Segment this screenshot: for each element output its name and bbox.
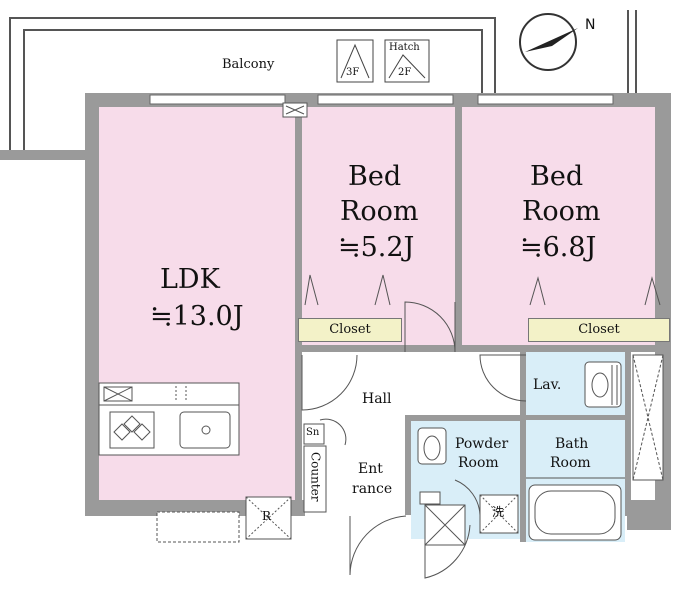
door-swings xyxy=(301,301,527,579)
sn-label: Sn xyxy=(306,427,320,438)
balcony xyxy=(9,17,496,160)
entrance-counter xyxy=(303,445,327,513)
entrance-label-2: rance xyxy=(352,481,393,497)
windows xyxy=(149,94,614,105)
hall-label: Hall xyxy=(362,391,392,407)
storage-column xyxy=(632,354,664,481)
bed1-label-2: Room xyxy=(340,196,419,227)
hatch-2f-label: 2F xyxy=(398,67,412,78)
entrance-label-1: Ent xyxy=(358,461,383,477)
hatch-title-label: Hatch xyxy=(389,42,420,53)
bed2-label-1: Bed xyxy=(530,161,584,192)
kitchen-counter xyxy=(98,382,240,456)
ldk-name: LDK xyxy=(160,264,220,295)
bed2-label-2: Room xyxy=(522,196,601,227)
fridge-space xyxy=(156,511,240,543)
bedroom-2 xyxy=(462,107,655,347)
storage-r xyxy=(245,496,292,540)
ldk-size: ≒13.0J xyxy=(150,301,244,332)
bed1-size: ≒5.2J xyxy=(338,232,415,263)
washer-icon xyxy=(479,494,519,534)
hatch-2f xyxy=(384,39,430,83)
north-label: N xyxy=(585,17,596,33)
storage-r-label: R xyxy=(262,509,272,523)
counter-label: Counter xyxy=(308,452,323,502)
north-compass-icon xyxy=(519,13,578,71)
lav-label: Lav. xyxy=(533,377,562,393)
bath-room-label-2: Room xyxy=(550,455,591,471)
hatch-3f xyxy=(336,39,374,83)
closet-2: Closet xyxy=(528,318,670,342)
balcony-label: Balcony xyxy=(222,57,275,72)
washer-label: 洗 xyxy=(492,505,505,519)
bed1-label-1: Bed xyxy=(348,161,402,192)
closet-1: Closet xyxy=(298,318,402,342)
powder-room-label-2: Room xyxy=(458,455,499,471)
pipe-shaft xyxy=(282,102,308,118)
bedroom-1 xyxy=(302,107,455,347)
duct-icon xyxy=(424,504,466,546)
bath-room-label-1: Bath xyxy=(555,436,589,452)
sink-icon xyxy=(584,361,622,408)
bathtub-icon xyxy=(528,484,622,541)
hatch-3f-label: 3F xyxy=(346,67,360,78)
bed2-size: ≒6.8J xyxy=(520,232,597,263)
closet-doors xyxy=(304,274,661,306)
stove-burners-icon xyxy=(113,415,151,441)
powder-room-label-1: Powder xyxy=(455,436,509,452)
shoe-cabinet xyxy=(303,423,325,445)
toilet-icon xyxy=(417,427,447,465)
towel-rack xyxy=(419,491,441,505)
